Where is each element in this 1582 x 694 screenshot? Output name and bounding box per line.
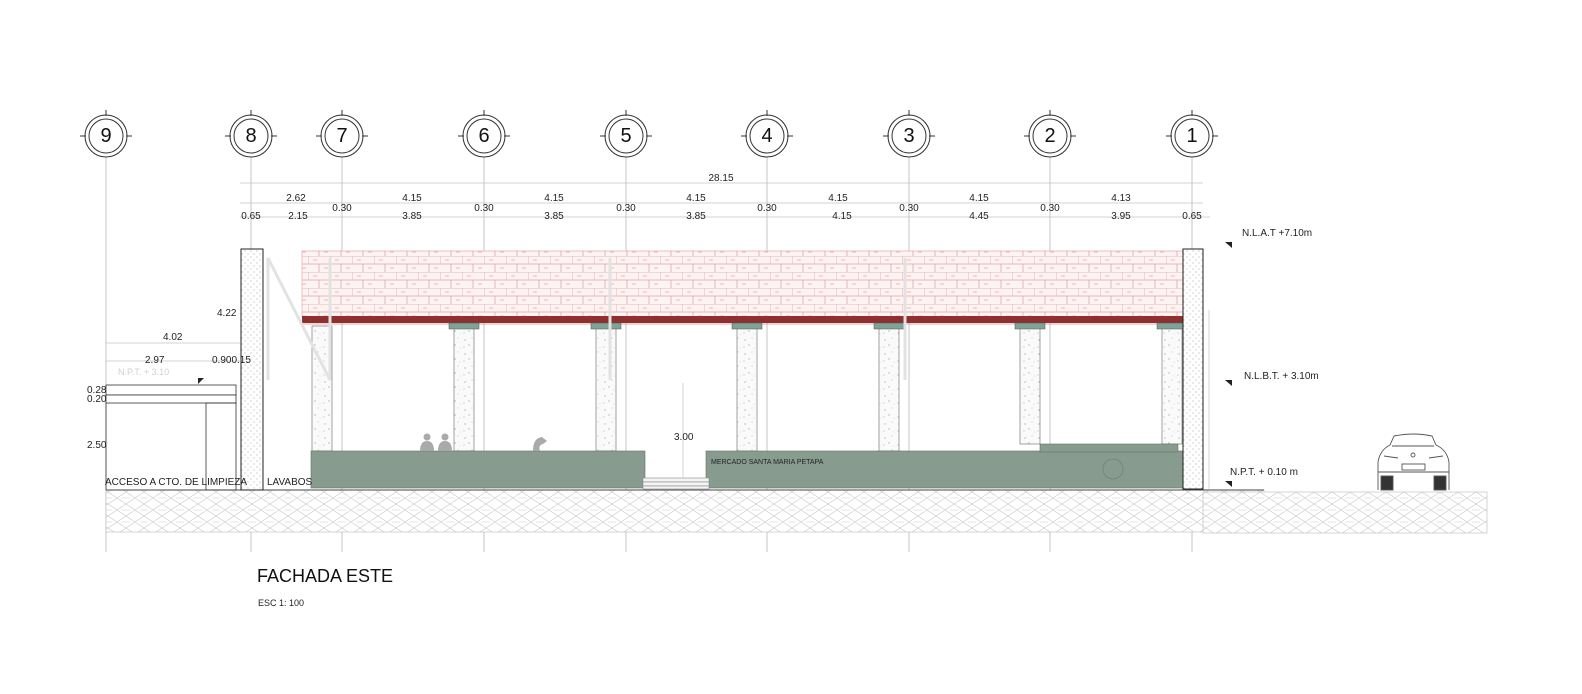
dimension-label: 4.15 [686, 193, 706, 204]
dimension-label: 0.30 [757, 203, 777, 214]
dimension-door-height: 2.50 [87, 440, 107, 451]
roof-tiles [301, 250, 1186, 318]
dimension-canopy-width: 4.02 [163, 332, 183, 343]
wall-left [310, 450, 646, 489]
axis-label-8: 8 [245, 125, 257, 147]
level-label-npt: N.P.T. + 0.10 m [1230, 467, 1298, 478]
dimension-label: 4.15 [832, 211, 852, 222]
end-wall-left [240, 248, 264, 491]
axis-label-9: 9 [100, 125, 112, 147]
dimension-opening-height: 3.00 [674, 432, 694, 443]
label-sinks: LAVABOS [267, 477, 313, 488]
dimension-label: 4.15 [544, 193, 564, 204]
dimension-label: 4.45 [969, 211, 989, 222]
roof-beam [302, 316, 1187, 323]
dimension-label: 0.30 [1040, 203, 1060, 214]
dimension-label: 0.30 [899, 203, 919, 214]
label-market-sign: MERCADO SANTA MARIA PETAPA [711, 459, 824, 466]
dimension-slab-bottom: 0.20 [87, 394, 107, 405]
level-faint-label: N.P.T. + 3.10 [118, 367, 170, 377]
dimension-label: 3.85 [544, 211, 564, 222]
axis-label-6: 6 [478, 125, 490, 147]
level-label-nlbt: N.L.B.T. + 3.10m [1244, 371, 1319, 382]
dimension-label: 3.85 [686, 211, 706, 222]
dimension-canopy-inner: 2.97 [145, 355, 165, 366]
dimension-label: 0.30 [474, 203, 494, 214]
left-canopy [105, 384, 237, 491]
axis-label-7: 7 [336, 125, 348, 147]
wall-right [705, 450, 1185, 489]
dimension-label: 3.95 [1111, 211, 1131, 222]
dimension-label: 4.13 [1111, 193, 1131, 204]
end-wall-right [1182, 248, 1204, 490]
dimension-slab-top: 0.28 [87, 385, 107, 396]
axis-label-3: 3 [903, 125, 915, 147]
ground-paving [105, 489, 1265, 533]
wall-emblem [1102, 458, 1124, 480]
dimension-label: 4.15 [402, 193, 422, 204]
label-cleaning-room: ACCESO A CTO. DE LIMPIEZA [105, 477, 248, 488]
dimension-label: 3.85 [402, 211, 422, 222]
dimension-label: 0.65 [1182, 211, 1202, 222]
dimension-label: 0.65 [241, 211, 261, 222]
axis-label-1: 1 [1186, 125, 1198, 147]
level-label-nlat: N.L.A.T +7.10m [1242, 228, 1313, 239]
columns [311, 325, 1183, 452]
ground-paving-right [1202, 491, 1488, 534]
axis-label-5: 5 [620, 125, 632, 147]
level-markers [198, 242, 1232, 487]
wall-right-raised [1039, 443, 1179, 453]
axis-markers [80, 110, 1218, 158]
dimension-label: 4.15 [828, 193, 848, 204]
dimension-label: 2.15 [288, 211, 308, 222]
car-icon [1377, 433, 1450, 491]
entrance-steps [642, 477, 710, 490]
dimension-canopy-small: 0.900.15 [212, 355, 251, 366]
dimension-label: 0.30 [616, 203, 636, 214]
dimension-label: 0.30 [332, 203, 352, 214]
drawing-title: FACHADA ESTE [257, 566, 394, 586]
dimension-lines [106, 182, 1210, 362]
dimension-label: 4.15 [969, 193, 989, 204]
axis-label-2: 2 [1044, 125, 1056, 147]
drawing-scale: ESC 1: 100 [258, 598, 305, 608]
axis-label-4: 4 [761, 125, 773, 147]
dimension-left-height: 4.22 [217, 308, 237, 319]
background-ghost-lines [266, 257, 907, 381]
dimension-label: 2.62 [286, 193, 306, 204]
people-silhouettes [420, 433, 547, 451]
dimension-overall: 28.15 [708, 173, 734, 184]
